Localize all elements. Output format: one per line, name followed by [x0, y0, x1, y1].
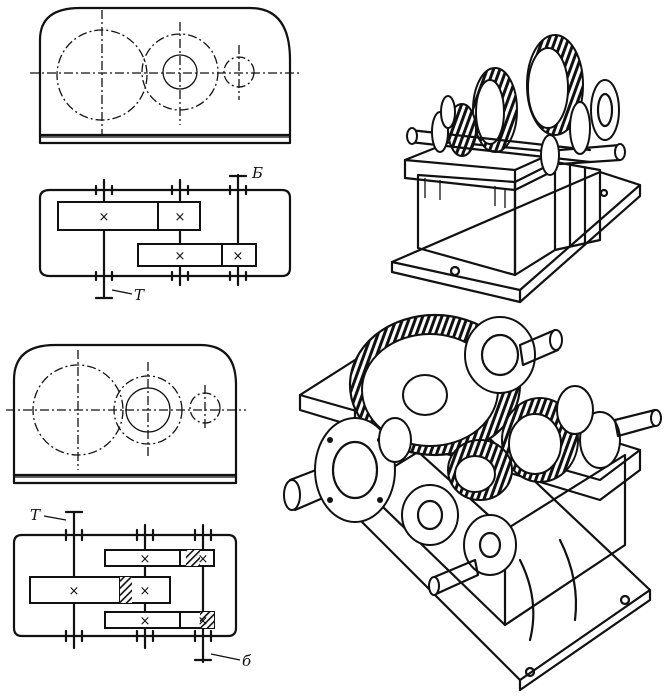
bottom-input-shaft-label: б	[242, 652, 252, 670]
gear-marker: ×	[198, 552, 209, 567]
top-kinematic-scheme: × × × × Б Т	[38, 164, 292, 304]
intermediate-pinion	[157, 201, 201, 231]
bottom-kinematic-scheme: × × × × × × Т б	[12, 506, 252, 670]
intermediate-pinion-circle	[162, 54, 198, 90]
top-input-shaft-label: Б	[251, 164, 263, 182]
gear-marker: ×	[140, 584, 151, 599]
input-pinion	[221, 243, 257, 267]
top-reducer-front-view	[30, 6, 300, 145]
gear-marker: ×	[140, 614, 151, 629]
gear-marker: ×	[99, 210, 110, 225]
gear-marker: ×	[140, 552, 151, 567]
gear-marker: ×	[198, 614, 209, 629]
gear-marker: ×	[175, 249, 186, 264]
gear-marker: ×	[175, 210, 186, 225]
bottom-output-shaft-label: Т	[30, 506, 41, 524]
output-gear	[29, 576, 121, 604]
output-bearing-cover	[314, 417, 396, 523]
bottom-reducer-front-view	[6, 343, 246, 485]
gear-marker: ×	[69, 584, 80, 599]
top-output-shaft-label: Т	[134, 286, 145, 304]
gear-marker: ×	[233, 249, 244, 264]
top-gearbox-3d	[390, 34, 642, 304]
bottom-gearbox-3d	[283, 313, 662, 692]
